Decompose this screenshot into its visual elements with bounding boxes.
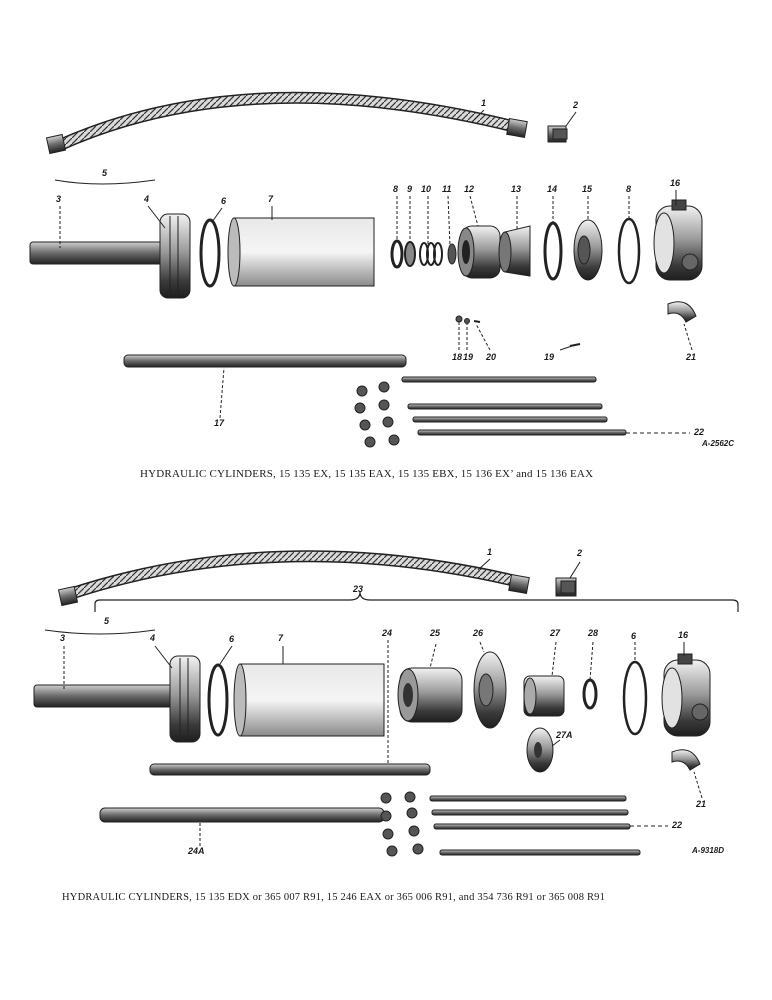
fitting-2 xyxy=(547,125,568,143)
callout-7b: 7 xyxy=(278,633,284,643)
callout-25: 25 xyxy=(430,628,441,638)
rod-24 xyxy=(149,763,431,776)
rod-head-4b xyxy=(169,655,201,743)
piston-25 xyxy=(397,667,463,723)
washer-27a xyxy=(526,727,554,773)
hose-1 xyxy=(45,91,528,155)
cylinder-tube-7b xyxy=(233,663,385,737)
callout-19b: 19 xyxy=(544,352,555,362)
gland-15 xyxy=(573,219,603,281)
callout-1: 1 xyxy=(481,98,487,108)
callout-5: 5 xyxy=(102,168,108,178)
callout-4: 4 xyxy=(144,194,150,204)
elbow-21 xyxy=(667,301,697,323)
leaders-2 xyxy=(44,558,703,846)
rod-17 xyxy=(123,354,407,368)
fitting-2b xyxy=(555,577,577,597)
end-cap-16 xyxy=(653,199,703,281)
spring-10 xyxy=(419,242,443,266)
gland-27 xyxy=(523,675,565,717)
callout-16: 16 xyxy=(670,178,681,188)
callout-21: 21 xyxy=(686,352,697,362)
o-ring-6c xyxy=(622,660,648,736)
callout-14: 14 xyxy=(547,184,558,194)
caption-1: HYDRAULIC CYLINDERS, 15 135 EX, 15 135 E… xyxy=(140,468,594,480)
callout-7: 7 xyxy=(268,194,274,204)
washer-9 xyxy=(404,241,416,267)
callout-5b: 5 xyxy=(104,616,110,626)
caption-2: HYDRAULIC CYLINDERS, 15 135 EDX or 365 0… xyxy=(62,892,606,903)
packing-26 xyxy=(473,651,507,729)
callout-13: 13 xyxy=(511,184,522,194)
figure-ref-2: A-9318D xyxy=(692,846,725,855)
bracket-23 xyxy=(94,591,739,612)
callout-1b: 1 xyxy=(487,547,493,557)
callout-3b: 3 xyxy=(60,633,66,643)
piston-rod-3 xyxy=(29,241,171,265)
callout-23: 23 xyxy=(353,584,364,594)
figure-ref-1: A-2562C xyxy=(702,439,735,448)
packing-cup-13 xyxy=(498,225,531,277)
piston-rod-3b xyxy=(33,684,181,708)
callout-6b: 6 xyxy=(229,634,235,644)
elbow-21b xyxy=(671,749,701,771)
leaders-1 xyxy=(54,109,693,434)
callout-27: 27 xyxy=(550,628,561,638)
callout-6c: 6 xyxy=(631,631,637,641)
hose-1b xyxy=(57,550,530,607)
callout-2b: 2 xyxy=(577,548,583,558)
callout-15: 15 xyxy=(582,184,593,194)
callout-22b: 22 xyxy=(672,820,683,830)
callout-3: 3 xyxy=(56,194,62,204)
callout-18: 18 xyxy=(452,352,463,362)
callout-28: 28 xyxy=(588,628,599,638)
callout-26: 26 xyxy=(473,628,484,638)
callout-19: 19 xyxy=(463,352,474,362)
callout-17: 17 xyxy=(214,418,225,428)
ring-14 xyxy=(543,221,563,281)
pin-18 xyxy=(455,315,463,323)
callout-6: 6 xyxy=(221,196,227,206)
callout-20: 20 xyxy=(486,352,497,362)
callout-22: 22 xyxy=(694,427,705,437)
callout-24: 24 xyxy=(382,628,393,638)
callout-10: 10 xyxy=(421,184,432,194)
callout-24a: 24A xyxy=(188,846,205,856)
rod-24a xyxy=(99,807,385,823)
ring-8 xyxy=(390,239,404,269)
pin-19 xyxy=(464,318,470,324)
end-cap-16b xyxy=(661,653,711,737)
tie-rods-22b xyxy=(429,795,641,856)
o-ring-6b xyxy=(207,663,229,737)
callout-12: 12 xyxy=(464,184,475,194)
diagram-2 xyxy=(33,550,739,857)
nuts-b xyxy=(380,791,424,857)
retainer-11 xyxy=(447,243,457,265)
pin-20 xyxy=(473,320,481,323)
tie-rods-22 xyxy=(401,376,627,436)
callout-11: 11 xyxy=(442,184,452,194)
snap-ring-28 xyxy=(582,678,598,710)
nuts xyxy=(354,381,400,448)
diagram-1 xyxy=(29,91,703,448)
cylinder-tube-7 xyxy=(227,217,375,287)
piston-12 xyxy=(457,225,501,279)
callout-9: 9 xyxy=(407,184,413,194)
o-ring-8b xyxy=(617,217,641,285)
callout-4b: 4 xyxy=(150,633,156,643)
callout-21b: 21 xyxy=(696,799,707,809)
callout-8b: 8 xyxy=(626,184,632,194)
callout-8: 8 xyxy=(393,184,399,194)
o-ring-6 xyxy=(199,218,221,288)
callout-27a: 27A xyxy=(556,730,573,740)
callout-16b: 16 xyxy=(678,630,689,640)
rod-head-4 xyxy=(159,213,191,299)
callout-2: 2 xyxy=(573,100,579,110)
